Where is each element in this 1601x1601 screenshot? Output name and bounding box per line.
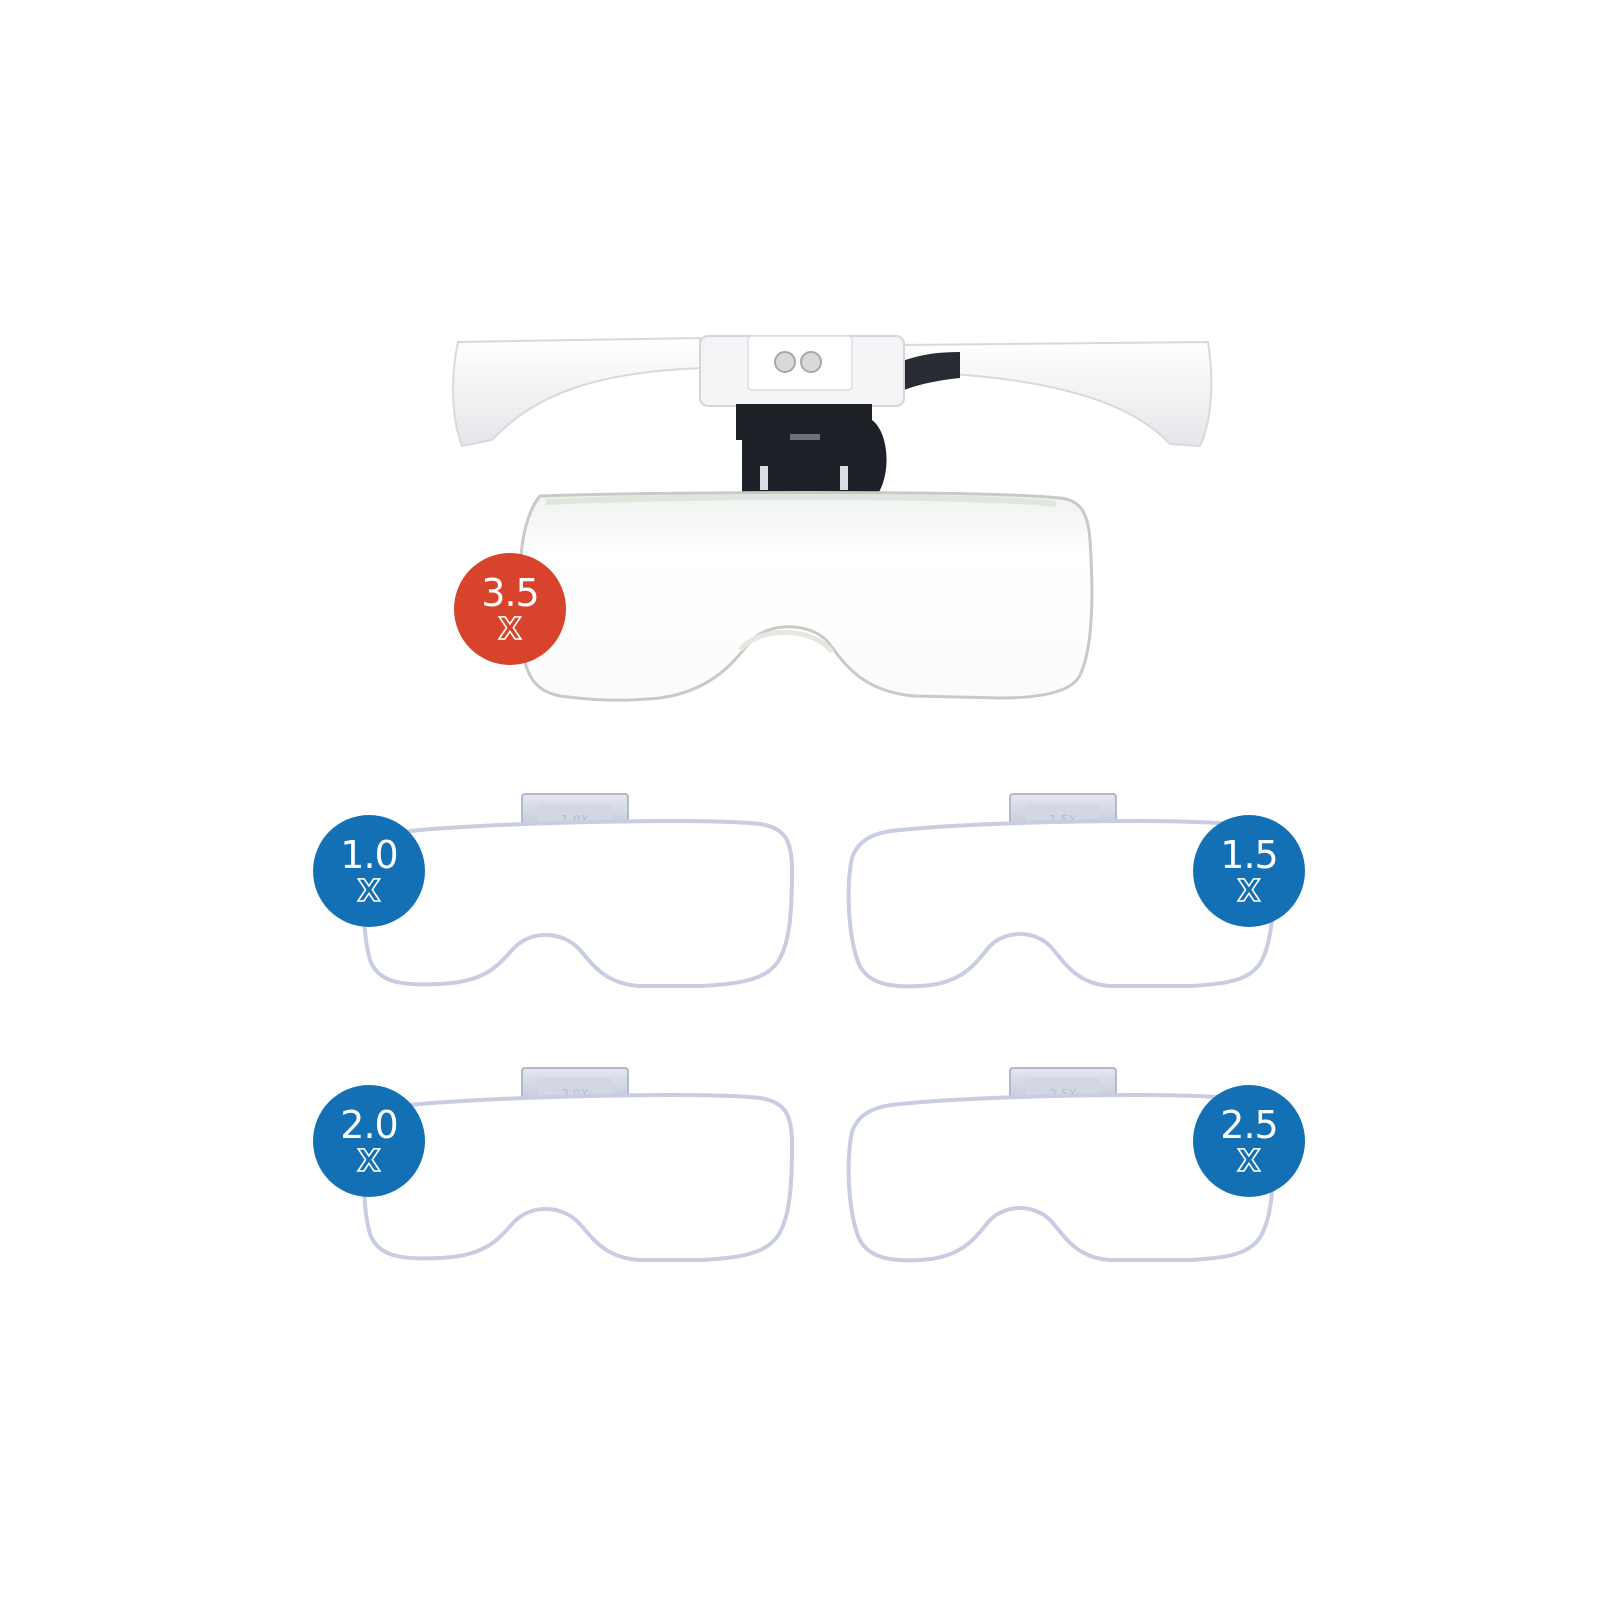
badge-unit: X xyxy=(1237,874,1262,909)
led-light-icon xyxy=(774,351,796,373)
badge-unit: X xyxy=(357,1144,382,1179)
badge-value: 3.5 xyxy=(481,571,539,615)
clip-slot xyxy=(760,466,768,490)
lens-clip-bracket xyxy=(736,404,887,508)
magnification-badge-15x: 1.5 X xyxy=(1193,815,1305,927)
badge-value: 1.5 xyxy=(1220,833,1278,877)
spare-lens-10x: 1.0X xyxy=(362,793,795,988)
spare-lens-15x: 1.5X xyxy=(846,793,1275,989)
lens-outline xyxy=(362,1093,795,1262)
led-housing-front xyxy=(747,335,853,391)
clip-slot xyxy=(840,466,848,490)
lens-nose-bevel xyxy=(738,629,834,654)
badge-value: 1.0 xyxy=(340,833,398,877)
badge-unit: X xyxy=(357,874,382,909)
badge-unit: X xyxy=(498,612,523,647)
headband-left-arm xyxy=(452,336,701,448)
lens-outline xyxy=(362,819,795,988)
spare-lens-20x: 2.0X xyxy=(362,1067,795,1262)
magnification-badge-10x: 1.0 X xyxy=(313,815,425,927)
badge-unit: X xyxy=(1237,1144,1262,1179)
badge-value: 2.0 xyxy=(340,1103,398,1147)
headband-magnifier xyxy=(452,335,1213,702)
led-light-icon xyxy=(800,351,822,373)
magnification-badge-25x: 2.5 X xyxy=(1193,1085,1305,1197)
magnification-badge-35x: 3.5 X xyxy=(454,553,566,665)
lens-top-bevel xyxy=(545,494,1057,507)
magnification-badge-20x: 2.0 X xyxy=(313,1085,425,1197)
clip-slot xyxy=(790,434,820,440)
headband-right-arm xyxy=(899,340,1213,448)
badge-value: 2.5 xyxy=(1220,1103,1278,1147)
magnifier-lens-35x xyxy=(517,491,1094,702)
headband-strap xyxy=(900,352,960,390)
